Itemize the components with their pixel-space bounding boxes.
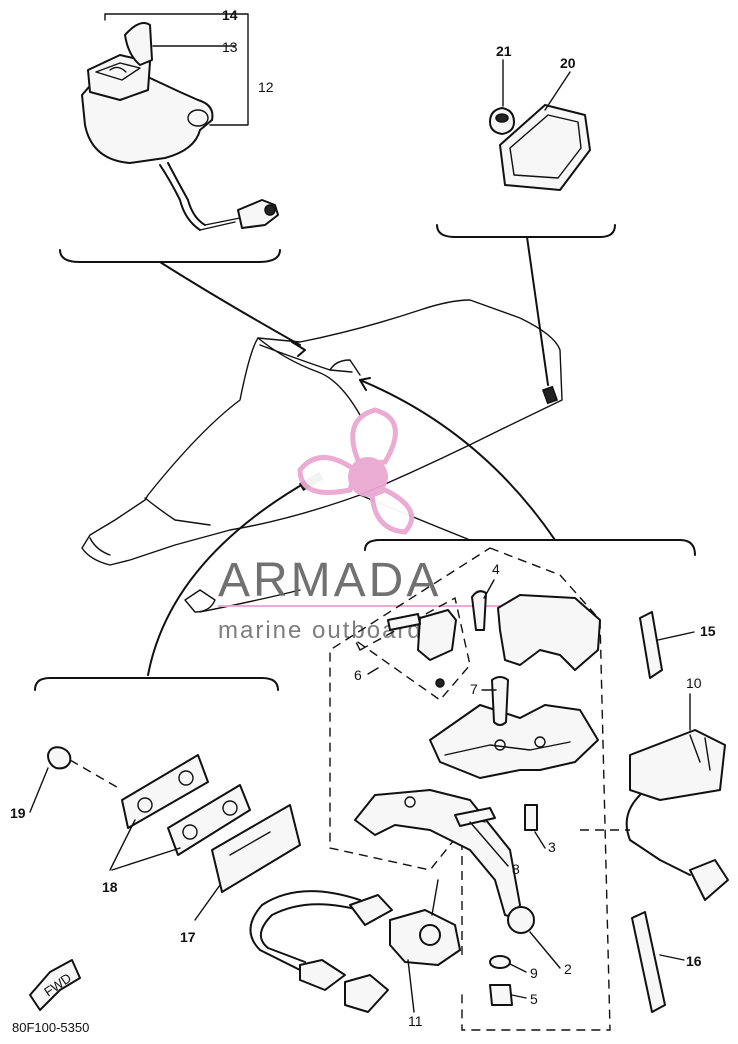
leader-bottom-inset-to-hull (147, 479, 311, 676)
rectifier-assembly (625, 729, 729, 901)
inset-frame-switch (59, 249, 281, 263)
callout-19: 19 (10, 805, 26, 821)
callout-21: 21 (496, 43, 512, 59)
diagram-code: 80F100-5350 (12, 1020, 89, 1035)
plate-and-nut (489, 59, 591, 191)
callout-11: 11 (408, 1013, 423, 1029)
leader-switch-to-hull (159, 261, 301, 346)
leader-plate-to-hull (526, 236, 549, 386)
callout-20: 20 (560, 55, 576, 71)
propeller-blade-icon (350, 407, 398, 468)
callout-7: 7 (470, 681, 478, 697)
callout-10: 10 (686, 675, 702, 691)
callout-3: 3 (548, 839, 556, 855)
watermark-title: ARMADA (218, 554, 441, 607)
callout-5: 5 (530, 991, 538, 1007)
inset-frame-plates (34, 677, 279, 691)
assembly-dashed-box (329, 547, 611, 1031)
callout-4: 4 (492, 561, 500, 577)
switch-and-cable (249, 890, 461, 1013)
fwd-arrow-icon: FWD (29, 959, 81, 1011)
watermark: ARMADA marine outboards (218, 407, 518, 644)
propeller-blade-icon (369, 487, 415, 535)
callout-8: 8 (512, 861, 520, 877)
callout-18: 18 (102, 879, 118, 895)
inset-frame-plate (436, 224, 616, 238)
callout-9: 9 (530, 965, 538, 981)
fasteners (454, 807, 513, 1006)
callout-13: 13 (222, 39, 238, 55)
propeller-hub-icon (348, 457, 388, 497)
callout-15: 15 (700, 623, 716, 639)
leader-lever-to-hull (359, 379, 556, 541)
callout-2: 2 (564, 961, 572, 977)
propeller-logo (297, 407, 415, 535)
inset-frame-lever (364, 539, 696, 556)
callout-12: 12 (258, 79, 274, 95)
cable-ties (631, 611, 666, 1013)
callout-14: 14 (222, 7, 238, 23)
switch-assembly (81, 13, 279, 231)
bracket-assembly (387, 590, 601, 779)
propeller-blade-icon (297, 455, 358, 495)
callout-17: 17 (180, 929, 196, 945)
callout-6: 6 (354, 667, 362, 683)
plates-assembly (47, 746, 301, 921)
callout-16: 16 (686, 953, 702, 969)
